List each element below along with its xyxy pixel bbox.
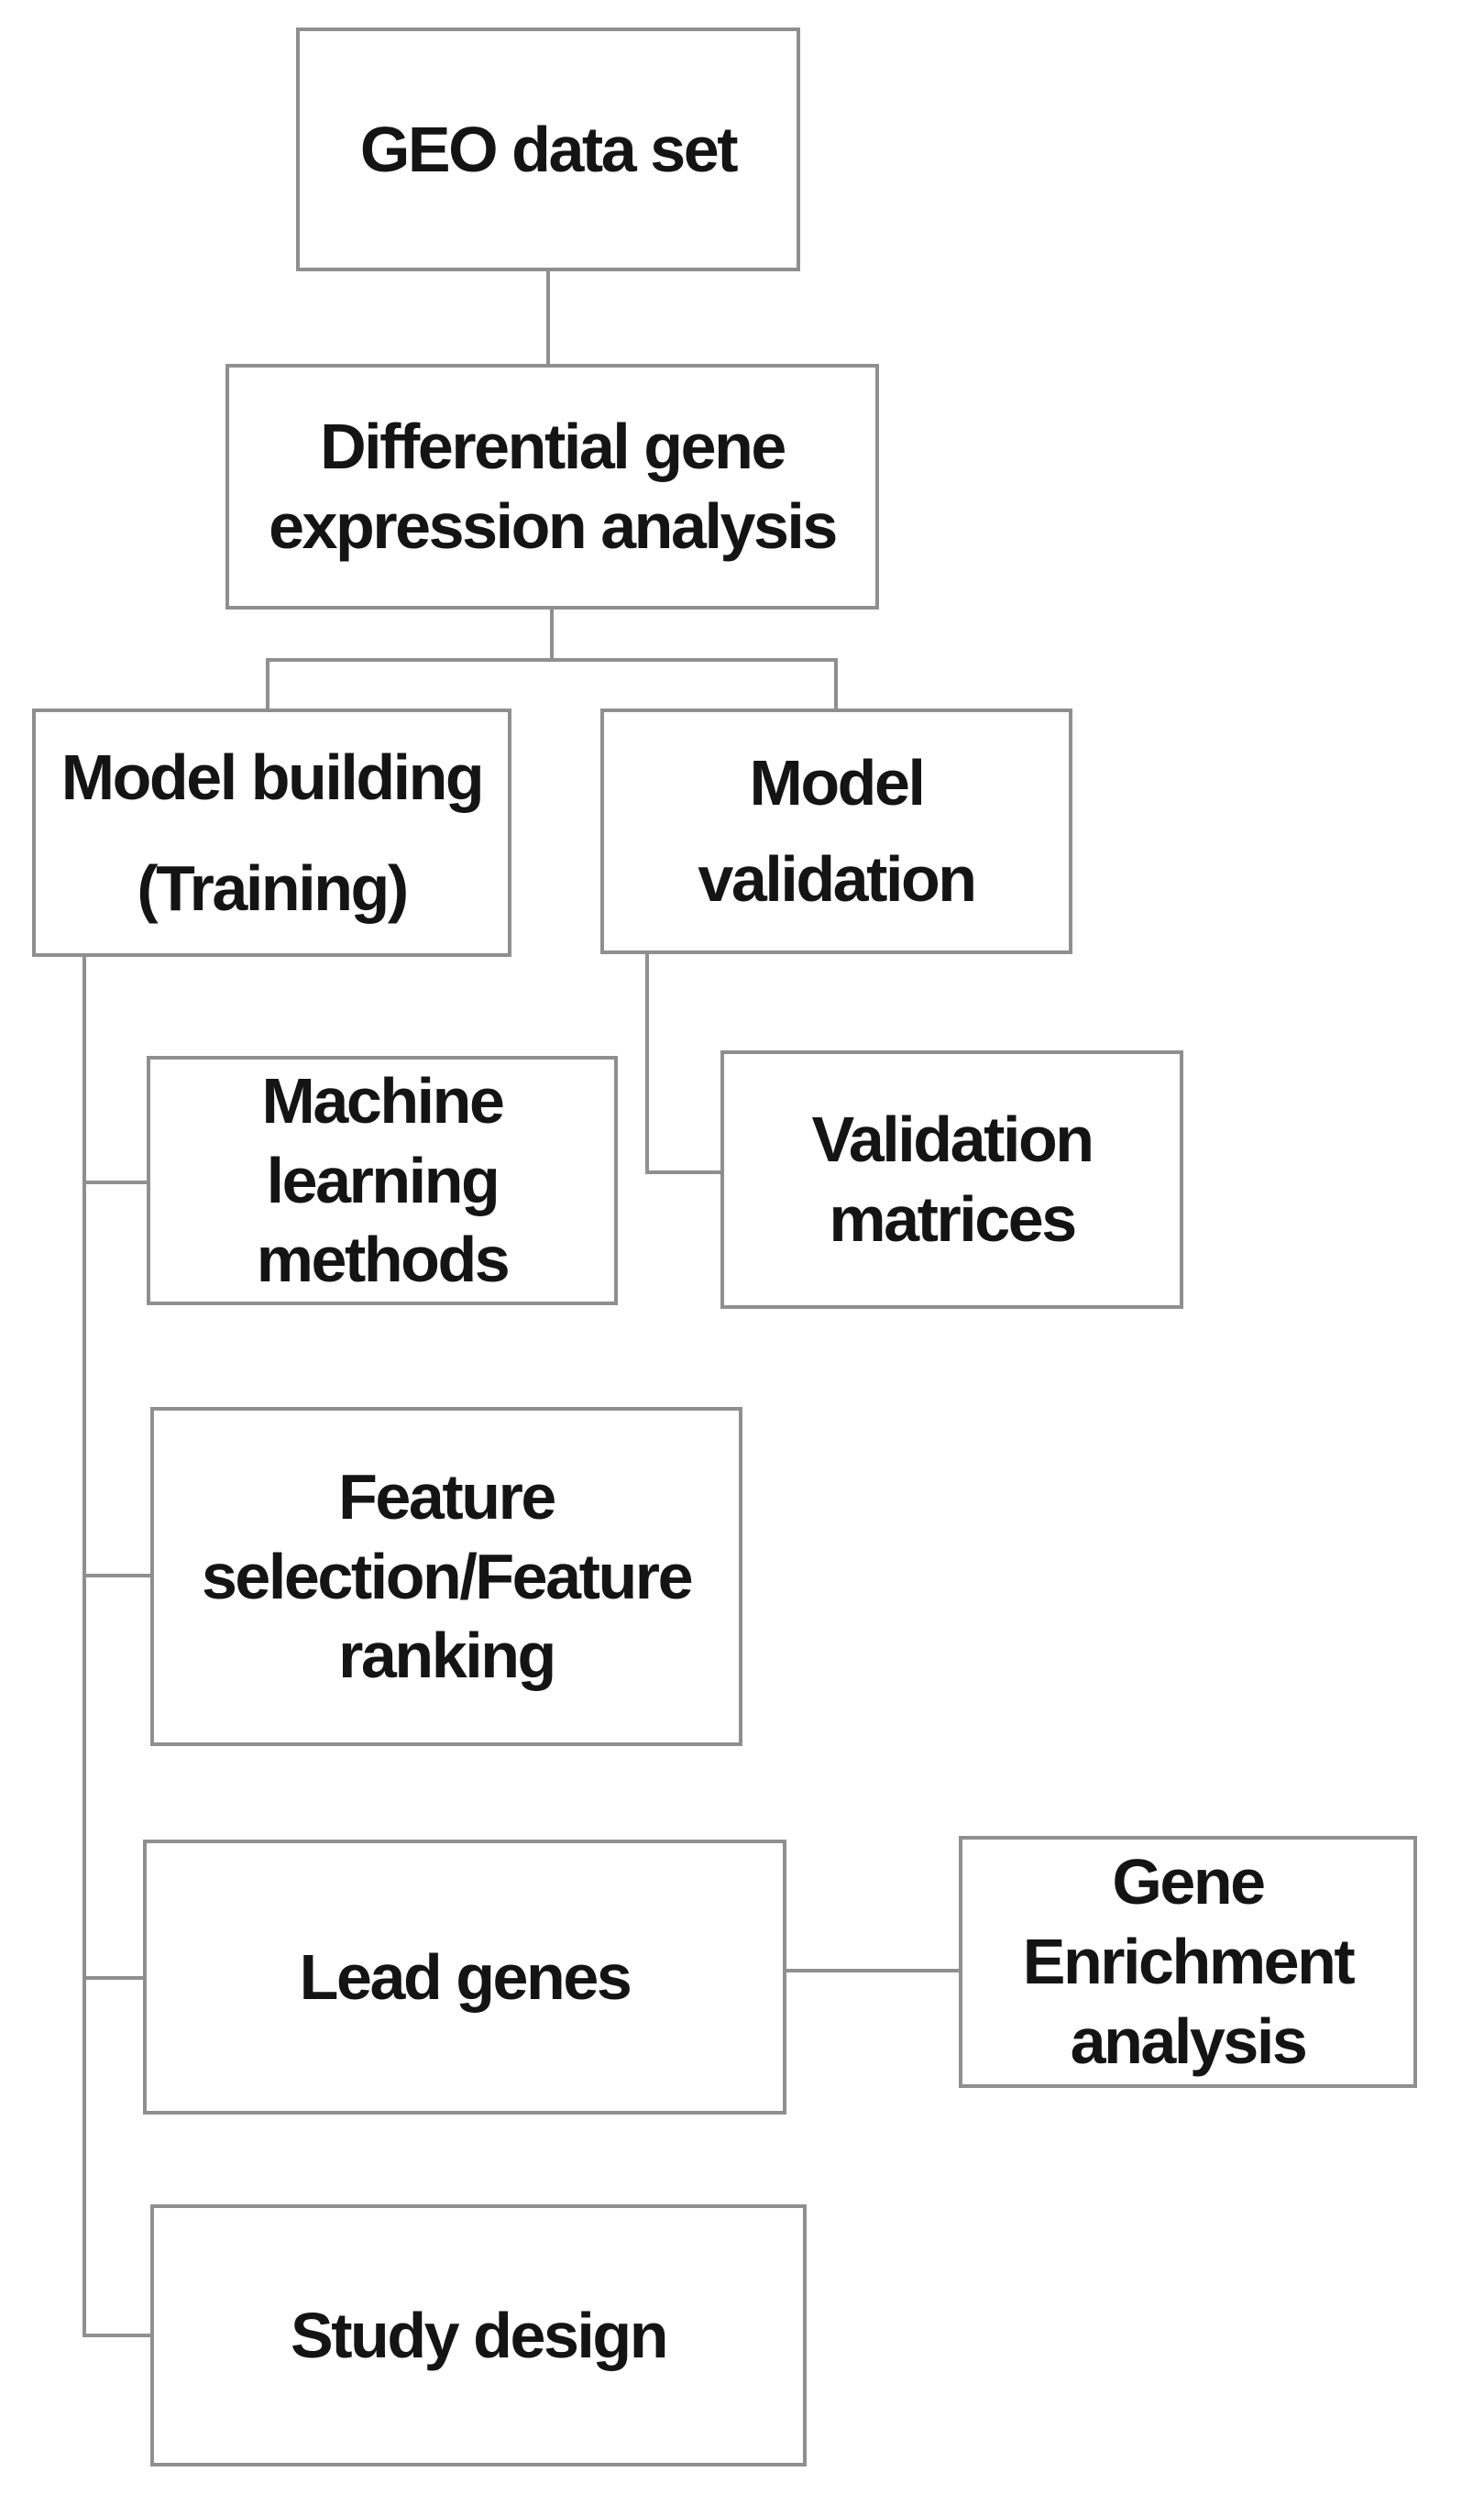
node-validation-matrices-label: Validation matrices xyxy=(811,1104,1094,1255)
node-feature-selection-feature-ranking: Feature selection/Feature ranking xyxy=(150,1407,742,1746)
node-study-design-label: Study design xyxy=(290,2299,669,2371)
node-model-building-training-label: Model building (Training) xyxy=(60,742,485,924)
node-lead-genes-label: Lead genes xyxy=(299,1940,632,2013)
node-model-validation: Model validation xyxy=(600,709,1072,954)
node-model-building-training: Model building (Training) xyxy=(32,709,511,957)
node-study-design: Study design xyxy=(150,2204,807,2467)
node-differential-gene-expression-analysis: Differential gene expression analysis xyxy=(225,364,879,610)
node-feature-selection-feature-ranking-label: Feature selection/Feature ranking xyxy=(201,1460,694,1692)
node-lead-genes: Lead genes xyxy=(143,1840,786,2115)
node-geo-data-set-label: GEO data set xyxy=(359,113,739,185)
node-geo-data-set: GEO data set xyxy=(296,27,800,271)
node-machine-learning-methods: Machine learning methods xyxy=(147,1056,618,1305)
node-machine-learning-methods-label: Machine learning methods xyxy=(256,1064,511,1296)
node-validation-matrices: Validation matrices xyxy=(720,1050,1183,1309)
node-gene-enrichment-analysis-label: Gene Enrichment analysis xyxy=(1022,1846,1356,2077)
node-differential-gene-expression-analysis-label: Differential gene expression analysis xyxy=(269,411,838,562)
node-gene-enrichment-analysis: Gene Enrichment analysis xyxy=(959,1836,1417,2088)
node-model-validation-label: Model validation xyxy=(698,747,977,915)
